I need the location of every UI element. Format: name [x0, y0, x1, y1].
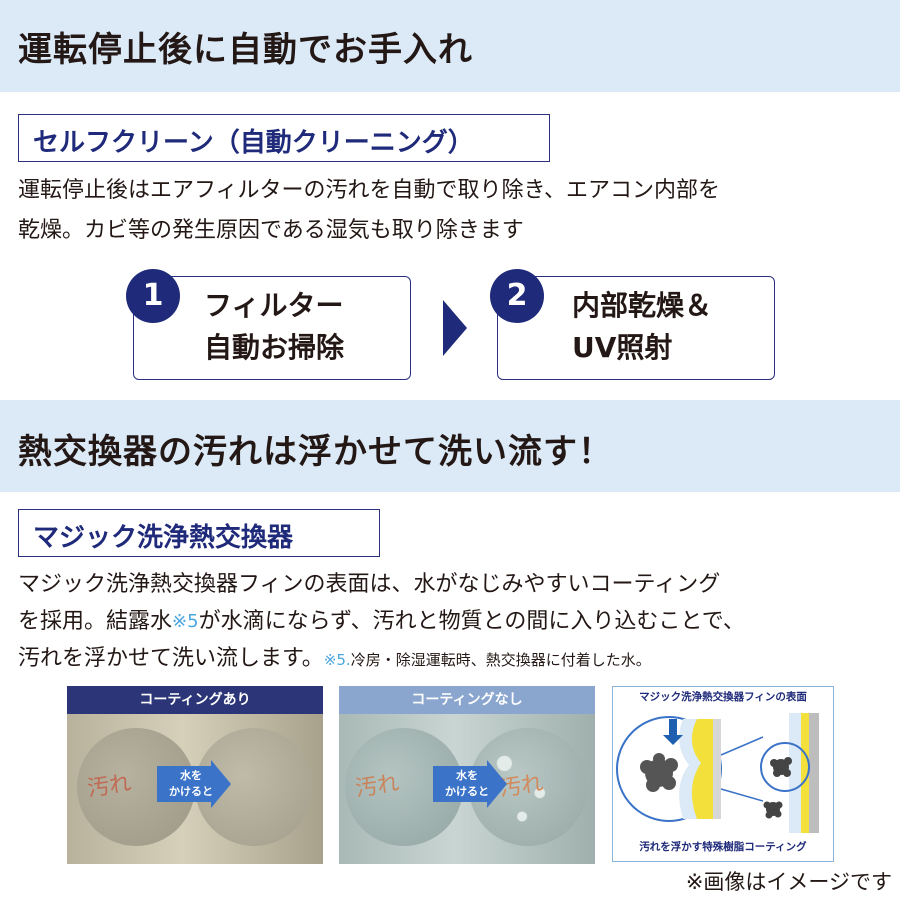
description-line-1: 運転停止後はエアフィルターの汚れを自動で取り除き、エアコン内部を	[18, 178, 721, 203]
text-part: 汚れを浮かせて洗い流します。	[18, 646, 324, 671]
step-label-line-1: フィルター	[204, 289, 344, 322]
step-number-badge: 1	[126, 269, 180, 323]
self-clean-title-box: セルフクリーン（自動クリーニング）	[18, 114, 550, 162]
photo-with-coating: コーティングあり 汚れ 水を かけると	[67, 686, 323, 864]
step-label: フィルター 自動お掃除	[204, 285, 344, 369]
footnote-mark: ※5.	[323, 651, 351, 669]
arrow-label-line-2: かけると	[169, 785, 213, 798]
step-filter-cleaning: 1 フィルター 自動お掃除	[126, 269, 411, 380]
dirt-scribble: 汚れ	[353, 771, 401, 802]
photo-without-coating: コーティングなし 汚れ 汚れ 水を かけると	[339, 686, 595, 864]
arrow-label-line-1: 水を	[456, 769, 478, 782]
step-number-badge: 2	[490, 269, 544, 323]
arrow-label: 水を かけると	[437, 768, 497, 800]
description-line-1: マジック洗浄熱交換器フィンの表面は、水がなじみやすいコーティング	[18, 572, 721, 597]
step-arrow-icon	[443, 300, 467, 356]
arrow-label-line-2: かけると	[445, 785, 489, 798]
step-label-line-2: UV照射	[572, 331, 673, 364]
fin-coating-illustration	[616, 713, 819, 833]
step-label-line-1: 内部乾燥＆	[572, 289, 713, 322]
diagram-caption: 汚れを浮かす特殊樹脂コーティング	[639, 841, 807, 853]
dirt-scribble: 汚れ	[85, 771, 133, 802]
text-part: が水滴にならず、汚れと物質との間に入り込むことで、	[198, 609, 745, 634]
image-disclaimer: ※画像はイメージです	[685, 870, 892, 894]
step-label: 内部乾燥＆ UV照射	[572, 285, 712, 369]
description-line-3: 汚れを浮かせて洗い流します。※5.冷房・除湿運転時、熱交換器に付着した水。	[18, 640, 745, 679]
text-part: を採用。結露水	[18, 609, 173, 634]
magic-wash-title: マジック洗浄熱交換器	[33, 523, 294, 553]
self-clean-title: セルフクリーン（自動クリーニング）	[33, 128, 474, 158]
description-line-2: を採用。結露水※5が水滴にならず、汚れと物質との間に入り込むことで、	[18, 603, 745, 640]
photo-header: コーティングあり	[67, 686, 323, 714]
pour-water-arrow-icon: 水を かけると	[433, 760, 507, 808]
magic-wash-description: マジック洗浄熱交換器フィンの表面は、水がなじみやすいコーティング を採用。結露水…	[18, 566, 745, 679]
description-line-2: 乾燥。カビ等の発生原因である湿気も取り除きます	[18, 218, 524, 243]
section2-heading: 熱交換器の汚れは浮かせて洗い流す！	[18, 432, 613, 472]
arrow-label-line-1: 水を	[180, 769, 202, 782]
arrow-label: 水を かけると	[161, 768, 221, 800]
footnote-mark: ※5	[172, 611, 199, 632]
magic-wash-title-box: マジック洗浄熱交換器	[18, 509, 380, 557]
step-label-line-2: 自動お掃除	[204, 331, 345, 364]
fin-surface-diagram: マジック洗浄熱交換器フィンの表面 汚れを浮かす特殊樹脂コーティング	[612, 686, 834, 862]
pour-water-arrow-icon: 水を かけると	[157, 760, 231, 808]
dirt-particle-icon	[640, 753, 678, 792]
photo-header: コーティングなし	[339, 686, 595, 714]
diagram-title: マジック洗浄熱交換器フィンの表面	[639, 691, 807, 703]
footnote-text: 冷房・除湿運転時、熱交換器に付着した水。	[350, 651, 651, 669]
step-internal-drying: 2 内部乾燥＆ UV照射	[490, 269, 775, 380]
section1-heading: 運転停止後に自動でお手入れ	[18, 30, 473, 70]
section1-heading-band: 運転停止後に自動でお手入れ	[0, 0, 900, 92]
section2-heading-band: 熱交換器の汚れは浮かせて洗い流す！	[0, 400, 900, 492]
self-clean-description: 運転停止後はエアフィルターの汚れを自動で取り除き、エアコン内部を 乾燥。カビ等の…	[18, 171, 720, 251]
